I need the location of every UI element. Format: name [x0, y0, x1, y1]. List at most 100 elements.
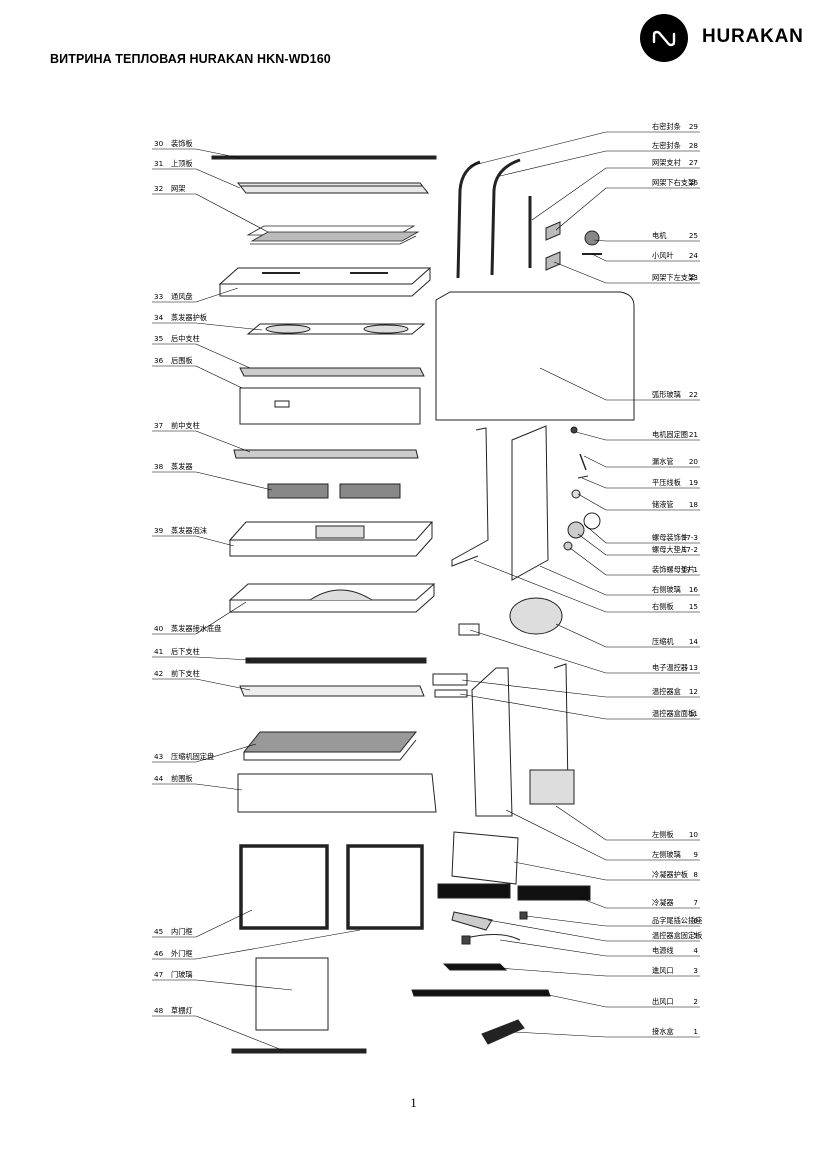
part-number-17-3: 17-3	[682, 533, 698, 542]
leader-line-20	[583, 455, 700, 468]
part-number-40: 40	[154, 624, 164, 633]
part-name-31: 上顶板	[171, 159, 193, 168]
part-name-4: 电源线	[652, 946, 674, 955]
leader-line-7	[579, 897, 700, 909]
part-name-10: 左侧板	[652, 830, 674, 839]
part-name-17-1: 装饰螺母垫片	[652, 565, 695, 574]
parts-drawing	[211, 155, 635, 1054]
part-number-26: 26	[689, 178, 699, 187]
part-name-13: 电子温控器	[652, 663, 688, 672]
part-number-35: 35	[154, 334, 163, 343]
leader-line-29	[469, 131, 700, 167]
part-number-41: 41	[154, 647, 163, 656]
leader-line-46	[195, 929, 361, 960]
document-title: ВИТРИНА ТЕПЛОВАЯ HURAKAN HKN-WD160	[50, 52, 331, 66]
part-name-42: 前下支柱	[171, 669, 200, 678]
leader-line-30	[195, 148, 241, 159]
part-number-15: 15	[689, 602, 698, 611]
part-name-41: 后下支柱	[171, 647, 200, 656]
part-number-1: 1	[693, 1027, 698, 1036]
part-number-23: 23	[689, 273, 698, 282]
part-number-20: 20	[689, 457, 699, 466]
leader-lines	[152, 131, 700, 1051]
part-number-2: 2	[693, 997, 698, 1006]
brand-name: HURAKAN	[702, 26, 804, 47]
leader-line-38	[195, 471, 273, 491]
part-number-31: 31	[154, 159, 163, 168]
part-number-13: 13	[689, 663, 698, 672]
part-number-39: 39	[154, 526, 164, 535]
leader-line-37	[195, 430, 251, 453]
part-number-18: 18	[689, 500, 699, 509]
leader-line-10	[555, 805, 700, 841]
part-name-16: 右侧玻璃	[652, 585, 681, 594]
leader-line-26	[555, 187, 700, 231]
leader-line-48	[195, 1015, 283, 1051]
leader-line-28	[499, 150, 700, 177]
part-name-36: 后围板	[171, 356, 193, 365]
leader-line-12	[461, 679, 700, 698]
part-name-39: 蒸发器泡沫	[171, 526, 207, 535]
part-name-44: 前围板	[171, 774, 193, 783]
part-number-47: 47	[154, 970, 163, 979]
part-name-30: 装饰板	[171, 139, 193, 148]
part-number-27: 27	[689, 158, 698, 167]
part-name-9: 左侧玻璃	[652, 850, 681, 859]
leader-line-19	[581, 477, 700, 489]
part-name-25: 电机	[652, 231, 667, 240]
leader-line-41	[195, 656, 251, 661]
part-name-48: 草棚灯	[171, 1006, 193, 1015]
part-number-28: 28	[689, 141, 699, 150]
part-name-18: 储液管	[652, 500, 674, 509]
leader-line-44	[195, 783, 243, 791]
part-number-37: 37	[154, 421, 163, 430]
part-name-1: 接水盒	[652, 1027, 674, 1036]
part-name-47: 门玻璃	[171, 970, 193, 979]
part-number-48: 48	[154, 1006, 164, 1015]
leader-line-40	[195, 601, 247, 635]
leader-line-17-1	[569, 547, 700, 576]
part-number-32: 32	[154, 184, 163, 193]
leader-line-31	[195, 168, 241, 189]
part-name-3: 進风口	[652, 966, 674, 975]
part-name-37: 前中支柱	[171, 421, 200, 430]
leader-line-8	[513, 861, 700, 881]
part-name-8: 冷凝器护板	[652, 870, 688, 879]
leader-line-1	[513, 1031, 700, 1038]
part-name-34: 蒸发器护板	[171, 313, 207, 322]
part-name-15: 右侧板	[652, 602, 674, 611]
hurakan-logo-icon	[640, 14, 688, 62]
part-name-35: 后中支柱	[171, 334, 200, 343]
leader-line-33	[195, 287, 239, 303]
part-name-14: 压缩机	[652, 637, 674, 646]
part-name-27: 网架支衬	[652, 158, 681, 167]
leader-line-13	[469, 629, 700, 674]
leader-line-45	[195, 909, 253, 938]
part-number-30: 30	[154, 139, 164, 148]
leader-line-39	[195, 535, 235, 547]
part-name-11: 温控器盒面板	[652, 709, 695, 718]
leader-line-25	[593, 239, 700, 242]
part-number-7: 7	[693, 898, 698, 907]
part-name-2: 出风口	[652, 997, 674, 1006]
leader-line-14	[555, 623, 700, 648]
part-name-38: 蒸发器	[171, 462, 193, 471]
leader-line-11	[459, 693, 700, 720]
part-number-21: 21	[689, 430, 698, 439]
part-number-12: 12	[689, 687, 698, 696]
part-name-43: 压缩机固定盘	[171, 752, 214, 761]
part-number-9: 9	[693, 850, 698, 859]
part-number-34: 34	[154, 313, 164, 322]
leader-line-24	[591, 253, 700, 262]
part-number-38: 38	[154, 462, 164, 471]
part-name-29: 右密封条	[652, 122, 681, 131]
part-name-5: 温控器盒固定板	[652, 931, 702, 940]
part-number-16: 16	[689, 585, 699, 594]
leader-line-3	[497, 967, 700, 977]
leader-line-9	[505, 809, 700, 861]
part-name-20: 漏水管	[652, 457, 674, 466]
part-number-5: 5	[693, 931, 698, 940]
part-number-19: 19	[689, 478, 699, 487]
